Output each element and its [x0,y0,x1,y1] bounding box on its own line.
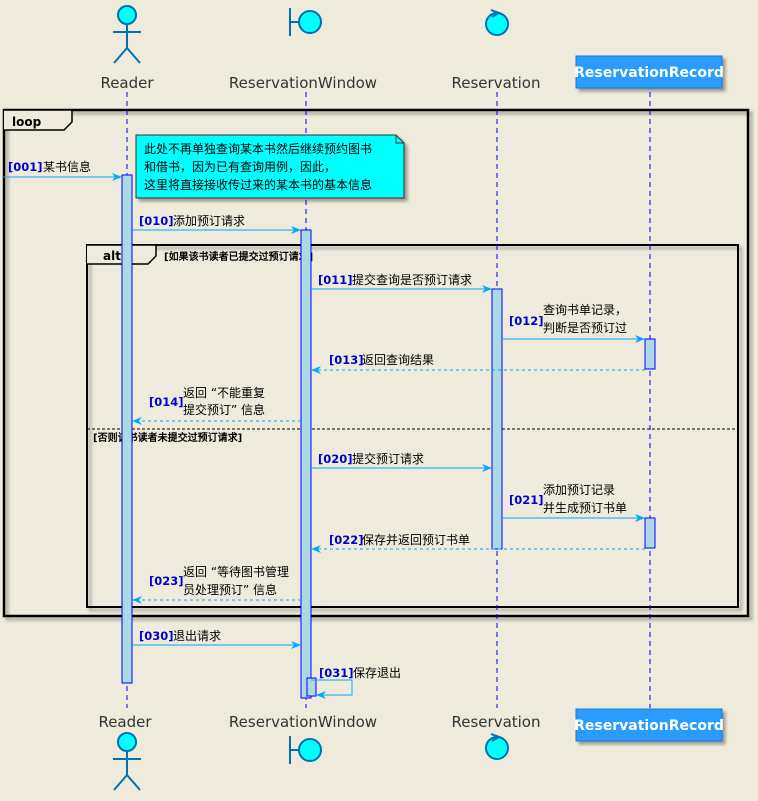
alt-guard-1: [如果该书读者已提交过预订请求] [164,250,313,263]
msg-010-num: [010] [139,214,174,228]
msg-031-num: [031] [319,666,354,680]
control-icon [485,733,509,760]
participant-label: Reader [100,74,154,92]
participant-label: ReservationWindow [229,713,377,731]
msg-022-num: [022] [329,533,364,547]
msg-010-text: 添加预订请求 [173,214,245,228]
loop-label: loop [12,115,42,129]
participant-label: Reservation [452,74,541,92]
activation-record-2 [644,517,656,549]
alt-frame: alt [如果该书读者已提交过预订请求] [否则该书读者未提交过预订请求] [86,244,739,608]
note-line-3: 这里将直接接收传过来的某本书的基本信息 [144,177,372,192]
entity-box [575,55,723,89]
msg-012-num: [012] [509,314,544,328]
participant-record-top: ReservationRecord [574,55,724,89]
participant-window-bottom: ReservationWindow [229,713,377,764]
msg-021-text-2: 并生成预订书单 [543,501,627,515]
alt-label: alt [103,249,121,263]
msg-013-text: 返回查询结果 [362,353,434,367]
entity-box [575,708,723,742]
participant-label: ReservationRecord [574,65,724,81]
msg-001-text: 某书信息 [43,159,91,174]
msg-021-text-1: 添加预订记录 [543,483,615,497]
alt-guard-2: [否则该书读者未提交过预订请求] [93,431,242,444]
activation-reservation [491,288,503,550]
participant-label: Reservation [452,713,541,731]
activation-record-1 [644,338,656,370]
msg-012-text-2: 判断是否预订过 [543,320,627,335]
msg-020-num: [020] [318,452,353,466]
note: 此处不再单独查询某本书然后继续预约图书 和借书，因为已有查询用例，因此， 这里将… [135,134,405,199]
msg-001-num: [001] [8,160,43,174]
msg-030-text: 退出请求 [173,629,221,643]
msg-014-text-1: 返回 “不能重复 [183,386,265,400]
boundary-icon [289,8,322,36]
msg-030-num: [030] [139,629,174,643]
participant-reader-bottom: Reader [98,713,152,791]
note-line-1: 此处不再单独查询某本书然后继续预约图书 [144,141,372,156]
msg-014-text-2: 提交预订” 信息 [183,402,265,417]
msg-014-num: [014] [149,395,184,409]
participant-window-top: ReservationWindow [229,8,377,92]
message-labels: [001] 某书信息 [010] 添加预订请求 [011] 提交查询是否预订请求… [8,159,627,680]
messages [2,173,645,699]
msg-023-text-1: 返回 “等待图书管理 [183,564,289,579]
arrow-031 [311,679,353,699]
boundary-icon [289,736,322,764]
note-line-2: 和借书，因为已有查询用例，因此， [144,160,336,174]
msg-022-text: 保存并返回预订书单 [362,533,470,547]
msg-011-num: [011] [318,273,353,287]
participant-reader-top: Reader [100,5,154,92]
activation-window-self [306,677,317,697]
stick-figure-icon [113,5,141,64]
msg-013-num: [013] [329,353,364,367]
loop-frame: loop [2,108,750,618]
participant-label: Reader [98,713,152,731]
activation-reader [121,174,133,684]
stick-figure-icon [113,732,141,791]
msg-021-num: [021] [509,493,544,507]
msg-012-text-1: 查询书单记录， [543,303,627,317]
msg-023-num: [023] [149,574,184,588]
activation-window [300,229,312,699]
control-icon [485,9,509,36]
participant-label: ReservationWindow [229,74,377,92]
participant-reservation-bottom: Reservation [452,713,541,760]
participant-label: ReservationRecord [574,718,724,734]
msg-031-text: 保存退出 [353,666,401,680]
msg-023-text-2: 员处理预订” 信息 [183,582,277,597]
msg-020-text: 提交预订请求 [352,451,424,466]
activations [121,174,656,699]
msg-011-text: 提交查询是否预订请求 [352,272,472,287]
participant-reservation-top: Reservation [452,9,541,92]
participant-record-bottom: ReservationRecord [574,708,724,742]
